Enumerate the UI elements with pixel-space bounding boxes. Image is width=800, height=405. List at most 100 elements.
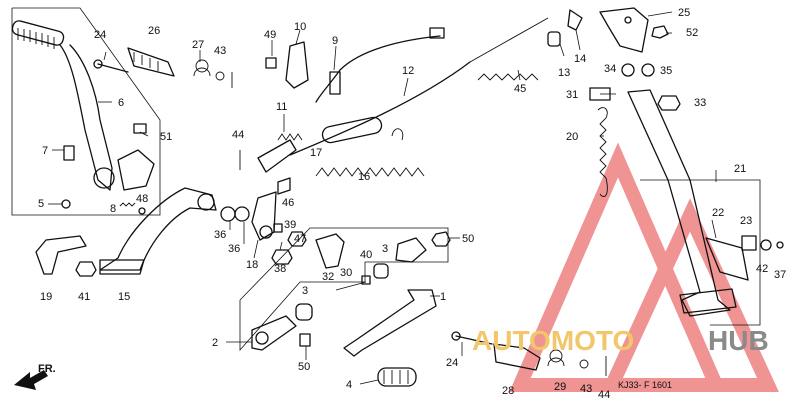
callout-3b: 3 <box>382 243 388 255</box>
footpeg-26 <box>127 47 175 77</box>
bolt-51 <box>133 123 147 134</box>
spring-11 <box>277 133 303 141</box>
bracket-28 <box>493 343 541 371</box>
callout-13: 13 <box>558 67 570 79</box>
spring-16 <box>315 128 425 177</box>
callout-25: 25 <box>678 7 690 19</box>
nut-38 <box>271 249 293 265</box>
callout-24a: 24 <box>94 29 106 41</box>
link-joint <box>395 237 427 263</box>
callout-42: 42 <box>756 263 768 275</box>
watermark-text-part1: AUTOMOTO <box>472 325 634 356</box>
bracket-10 <box>285 41 309 89</box>
callout-44b: 44 <box>598 389 610 401</box>
callout-43a: 43 <box>214 45 226 57</box>
callout-20: 20 <box>566 131 578 143</box>
bolt-46 <box>277 177 291 195</box>
callout-30: 30 <box>340 267 352 279</box>
callout-15: 15 <box>118 291 130 303</box>
callout-8: 8 <box>110 203 116 215</box>
spring-43b <box>579 359 589 369</box>
side-stand-21 <box>627 89 731 317</box>
callout-5: 5 <box>38 198 44 210</box>
diagram-code: KJ33- F 1601 <box>618 380 672 390</box>
washer-5 <box>61 199 71 209</box>
bracket-25 <box>599 7 649 53</box>
rubber-4 <box>377 367 417 387</box>
brake-pedal-15 <box>99 187 217 271</box>
callout-35: 35 <box>660 65 672 77</box>
nut-41 <box>75 261 97 277</box>
callout-39: 39 <box>284 219 296 231</box>
spring-20 <box>597 107 608 198</box>
part-3b <box>295 303 313 321</box>
callout-16: 16 <box>358 171 370 183</box>
leader-lines <box>48 11 717 385</box>
spring-43a <box>215 71 225 81</box>
callout-36b: 36 <box>228 243 240 255</box>
bolt-50a <box>431 231 451 247</box>
callout-2: 2 <box>212 337 218 349</box>
bolt-31 <box>589 87 611 101</box>
washer-34 <box>621 63 635 77</box>
bolt-47 <box>287 231 307 247</box>
callout-19: 19 <box>40 291 52 303</box>
callout-44a: 44 <box>232 129 244 141</box>
callout-31: 31 <box>566 89 578 101</box>
callout-38: 38 <box>274 263 286 275</box>
callout-46: 46 <box>282 197 294 209</box>
callout-22: 22 <box>712 207 724 219</box>
shift-pedal-1 <box>343 289 437 357</box>
shift-spindle-30 <box>315 233 345 269</box>
callout-37: 37 <box>774 269 786 281</box>
callout-34: 34 <box>604 63 616 75</box>
part-14 <box>567 9 583 31</box>
callout-41: 41 <box>78 291 90 303</box>
kick-lever-part <box>11 20 115 191</box>
kick-lever-group-box <box>11 7 161 216</box>
callout-18: 18 <box>246 259 258 271</box>
washer-35 <box>641 63 655 77</box>
side-stand-group-box <box>640 179 761 326</box>
pin-24b <box>455 335 493 345</box>
callout-11: 11 <box>276 101 287 113</box>
bolt-52 <box>651 25 669 39</box>
callout-29: 29 <box>554 381 566 393</box>
clip-37 <box>776 241 784 249</box>
callout-10: 10 <box>294 21 306 33</box>
stand-arm-22 <box>705 237 749 281</box>
link-18 <box>251 191 277 241</box>
callout-47: 47 <box>294 233 306 245</box>
part-3a <box>373 263 389 279</box>
callout-43b: 43 <box>580 383 592 395</box>
nut-33 <box>657 95 681 111</box>
gear-pedal-group-box <box>239 227 449 352</box>
spring-32 <box>335 281 367 291</box>
watermark-text-part2: HUB <box>708 325 769 356</box>
callout-45: 45 <box>514 83 526 95</box>
callout-51: 51 <box>160 131 172 143</box>
shift-link-2 <box>251 315 297 351</box>
watermark-logo <box>509 142 779 392</box>
cable-9 <box>315 35 441 103</box>
callout-9: 9 <box>332 35 338 47</box>
collar-40 <box>361 275 371 285</box>
shift-arm-19 <box>35 235 87 275</box>
pin-7 <box>63 145 75 161</box>
spring-45 <box>477 73 539 81</box>
spring-27 <box>193 59 211 77</box>
callout-50a: 50 <box>462 233 474 245</box>
callout-17: 17 <box>310 147 322 159</box>
tube-17 <box>321 116 383 144</box>
callout-36a: 36 <box>214 229 226 241</box>
callout-40: 40 <box>360 249 372 261</box>
washer-42 <box>760 239 772 251</box>
part-13 <box>547 31 561 47</box>
bolt-39 <box>273 223 283 233</box>
callout-14: 14 <box>574 53 586 65</box>
callout-27: 27 <box>192 39 204 51</box>
callout-33: 33 <box>694 97 706 109</box>
cable-12 <box>289 61 471 156</box>
callout-7: 7 <box>42 145 48 157</box>
bolt-23 <box>741 235 757 251</box>
